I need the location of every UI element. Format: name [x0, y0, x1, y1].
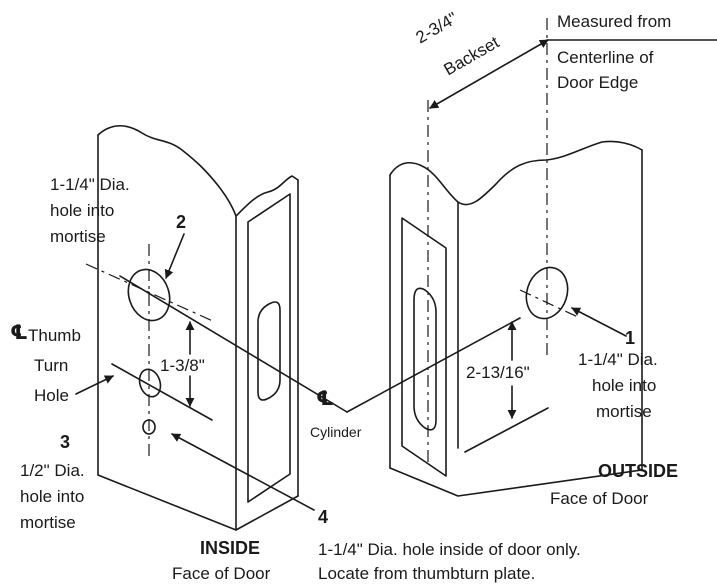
hole-3-size: 1/2" Dia. [20, 461, 85, 480]
thumb-turn-centerline-symbol: ℄ [10, 320, 28, 344]
hole-3-desc-2: mortise [20, 513, 76, 532]
hole-2-size: 1-1/4" Dia. [50, 175, 130, 194]
inside-title: INSIDE [199, 538, 260, 558]
inside-door [97, 124, 299, 531]
inside-cylinder-centerline [85, 263, 216, 323]
cylinder-line-outside [346, 317, 521, 413]
thumb-turn-label-3: Hole [34, 386, 69, 405]
hole-2 [127, 268, 171, 322]
hole-1-desc: hole into [592, 376, 657, 395]
thumb-turn-label: Thumb [28, 326, 81, 345]
inside-faceplate-slot [257, 301, 281, 401]
outside-door-break-line [389, 140, 643, 206]
hole-1-desc-2: mortise [596, 402, 652, 421]
hole-1 [525, 266, 569, 320]
cylinder-line-inside [119, 275, 348, 413]
hole-4-number: 4 [318, 507, 329, 527]
inside-faceplate [247, 193, 291, 503]
footer-note-line-1: 1-1/4" Dia. hole inside of door only. [318, 540, 581, 559]
base-line [464, 407, 549, 453]
hole-1-size: 1-1/4" Dia. [578, 350, 658, 369]
hole-1-number: 1 [625, 328, 636, 348]
backset-dimension-arrow [429, 39, 549, 109]
footer-note-line-2: Locate from thumbturn plate. [318, 564, 536, 583]
outside-door [389, 140, 643, 497]
hole-2-desc: hole into [50, 201, 115, 220]
spacing-dimension: 1-3/8" [160, 356, 205, 375]
height-dimension: 2-13/16" [466, 363, 530, 382]
inside-door-break-line [97, 124, 299, 217]
cylinder-centerline-symbol: ℄ [316, 386, 334, 410]
outside-faceplate-slot [413, 287, 437, 431]
inside-subtitle: Face of Door [172, 564, 271, 583]
thumbturn-line [111, 363, 213, 421]
door-edge-label: Door Edge [557, 73, 639, 92]
outside-title: OUTSIDE [598, 461, 679, 481]
hole-1-leader [571, 307, 627, 337]
thumb-turn-label-2: Turn [34, 356, 69, 375]
hole-2-leader [164, 233, 185, 279]
hole-2-desc-2: mortise [50, 227, 106, 246]
centerline-of-label: Centerline of [557, 48, 654, 67]
thumb-turn-leader [75, 375, 114, 395]
hole-2-number: 2 [176, 212, 187, 232]
measured-from-label: Measured from [557, 12, 672, 31]
outside-faceplate [401, 217, 447, 477]
hole-3-desc: hole into [20, 487, 85, 506]
hole-4-leader [171, 433, 315, 511]
cylinder-label: Cylinder [310, 424, 362, 440]
hole-3-number: 3 [60, 432, 71, 452]
hole-3 [138, 368, 162, 398]
outside-subtitle: Face of Door [550, 489, 649, 508]
outside-cylinder-centerline [519, 289, 581, 319]
